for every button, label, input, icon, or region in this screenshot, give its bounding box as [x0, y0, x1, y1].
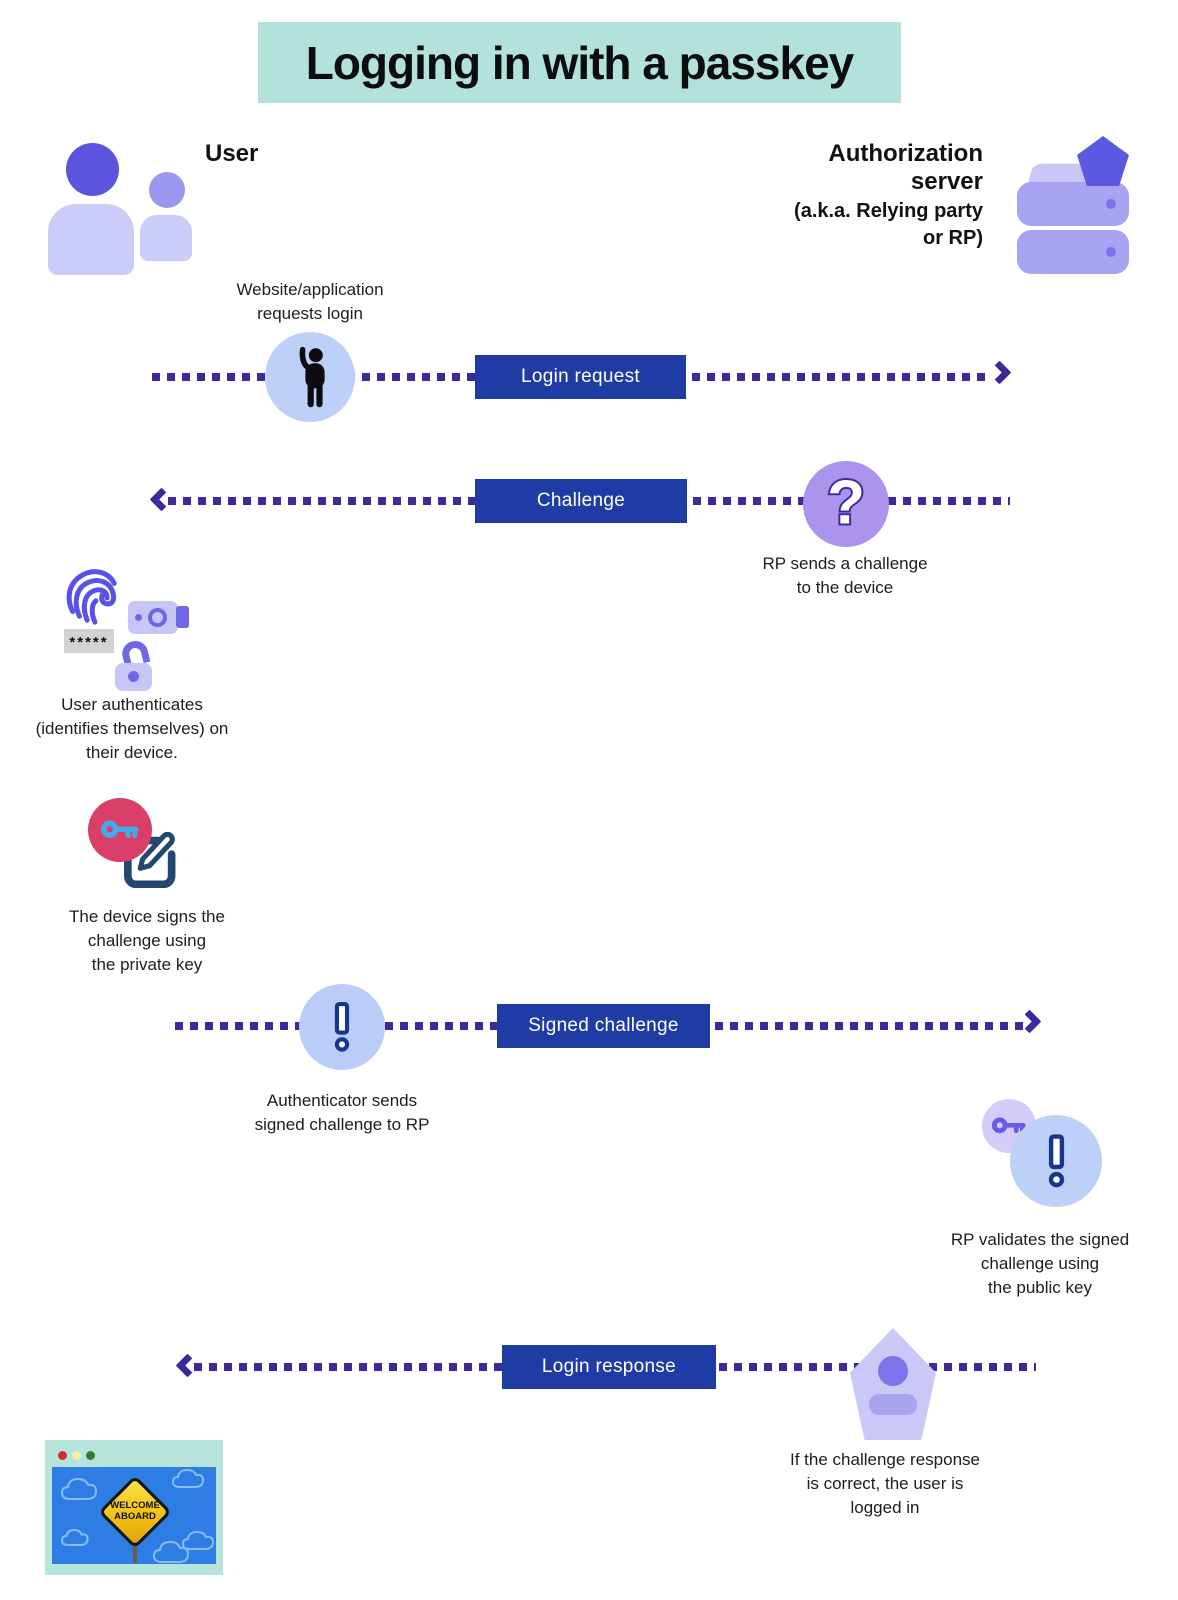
note-authenticate: User authenticates (identifies themselve…: [35, 695, 229, 762]
exclamation-icon: [1010, 1115, 1102, 1207]
clouds-icon: [61, 1469, 214, 1563]
user-head-large: [66, 143, 119, 196]
security-key-ring: [148, 608, 167, 627]
note-login-request: Website/application requests login: [236, 280, 384, 323]
padlock-body: [115, 663, 152, 691]
sign-challenge-icon: [88, 798, 188, 893]
question-mark-icon: ?: [803, 461, 889, 547]
server-icon: [1015, 136, 1135, 278]
user-badge-icon: [850, 1328, 936, 1440]
note-validate: RP validates the signed challenge using …: [950, 1230, 1130, 1297]
welcome-sign-text: WELCOME ABOARD: [110, 1500, 160, 1522]
fingerprint-icon: [66, 569, 117, 625]
note-login-response: If the challenge response is correct, th…: [790, 1450, 980, 1517]
user-group-icon: [48, 140, 198, 276]
user-head-small: [149, 172, 185, 208]
open-padlock-icon: [115, 638, 155, 693]
user-label: User: [205, 140, 259, 167]
validate-icons: [960, 1095, 1110, 1215]
user-body-small: [140, 215, 192, 261]
security-key-icon: [128, 601, 189, 634]
server-led: [1106, 247, 1116, 257]
flow-label-challenge: Challenge: [475, 479, 687, 523]
padlock-keyhole: [128, 671, 139, 682]
note-sign: The device signs the challenge using the…: [69, 907, 225, 974]
browser-window: WELCOME ABOARD: [45, 1440, 223, 1575]
arrow-left-icon: [149, 487, 174, 512]
flow-label-login-response: Login response: [502, 1345, 716, 1389]
flow-label-login-request: Login request: [475, 355, 686, 399]
user-body-large: [48, 204, 134, 275]
server-label: Authorization server: [828, 140, 983, 195]
security-key-cap: [176, 606, 189, 628]
password-field-mask: *****: [64, 629, 114, 653]
authenticate-icons: *****: [60, 563, 210, 698]
browser-screen: WELCOME ABOARD: [52, 1467, 216, 1564]
exclamation-icon: [299, 984, 385, 1070]
badge-body: [869, 1394, 917, 1415]
server-led: [1106, 199, 1116, 209]
page-title: Logging in with a passkey: [258, 22, 901, 103]
security-key-dot: [135, 614, 142, 621]
badge-head: [878, 1356, 908, 1386]
pentagon-badge-icon: [1077, 136, 1129, 186]
person-raising-hand-icon: [265, 332, 355, 422]
browser-dot-green: [86, 1451, 95, 1460]
note-challenge: RP sends a challenge to the device: [762, 554, 928, 597]
server-slab: [1017, 182, 1129, 226]
browser-dot-yellow: [72, 1451, 81, 1460]
arrow-left-icon: [175, 1353, 200, 1378]
server-aka-label: (a.k.a. Relying party or RP): [794, 200, 983, 249]
svg-text:?: ?: [827, 468, 865, 537]
sign-post: [133, 1535, 137, 1563]
flow-label-signed-challenge: Signed challenge: [497, 1004, 710, 1048]
browser-dot-red: [58, 1451, 67, 1460]
private-key-icon: [88, 798, 152, 862]
server-slab: [1017, 230, 1129, 274]
note-signed-challenge: Authenticator sends signed challenge to …: [254, 1091, 430, 1134]
